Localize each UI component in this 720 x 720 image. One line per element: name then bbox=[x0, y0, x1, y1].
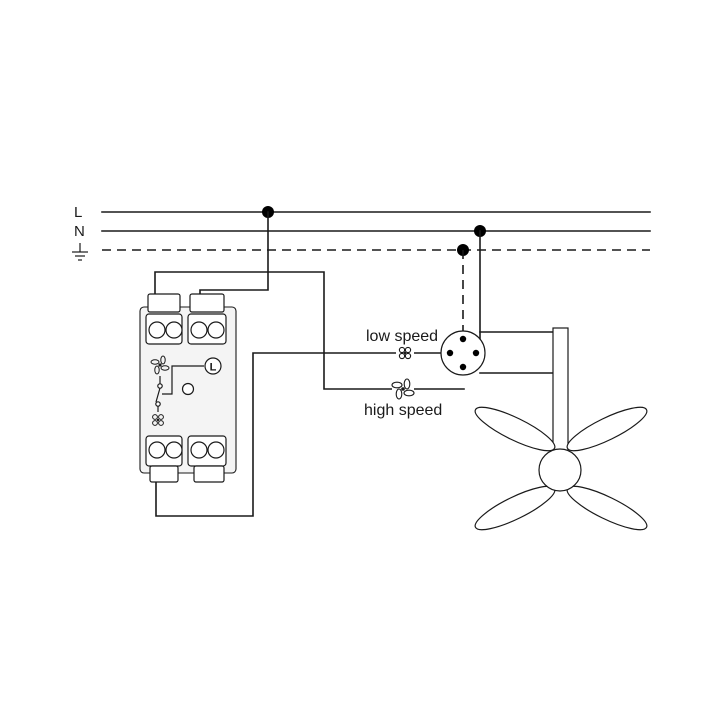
ceiling-fan-icon bbox=[474, 327, 648, 531]
high-speed-fan-icon bbox=[150, 355, 170, 375]
indicator-led bbox=[181, 382, 195, 396]
low-speed-wire bbox=[155, 352, 447, 517]
low-speed-fan-icon bbox=[152, 414, 164, 426]
junction-box bbox=[440, 330, 486, 376]
fan-blade-bottom-right bbox=[566, 485, 648, 531]
high-speed-label: high speed bbox=[364, 402, 442, 419]
ground-icon bbox=[72, 243, 88, 261]
l-terminal-marker bbox=[204, 357, 222, 375]
bottom-terminals bbox=[145, 435, 227, 483]
fan-blade-top-left bbox=[474, 406, 556, 452]
rail-label-n: N bbox=[74, 223, 85, 240]
speed-legend: low speed high speed bbox=[364, 328, 442, 419]
switch-schematic: L bbox=[150, 355, 222, 426]
low-speed-label: low speed bbox=[366, 328, 438, 345]
supply-rails: L N bbox=[72, 204, 651, 261]
fan-blade-bottom-left bbox=[474, 485, 556, 531]
fan-blade-top-right bbox=[566, 406, 648, 452]
fan-speed-switch: L bbox=[139, 293, 237, 483]
fan-hub bbox=[538, 448, 582, 492]
fan-downrod bbox=[552, 327, 569, 454]
fan-blades bbox=[474, 406, 648, 531]
high-speed-icon bbox=[391, 378, 415, 400]
l-terminal-label: L bbox=[210, 362, 217, 374]
rail-label-l: L bbox=[74, 204, 82, 221]
ceiling-rose-icon bbox=[440, 330, 486, 376]
top-terminals bbox=[145, 293, 227, 345]
high-speed-wire bbox=[154, 271, 465, 390]
low-speed-icon bbox=[396, 345, 414, 361]
